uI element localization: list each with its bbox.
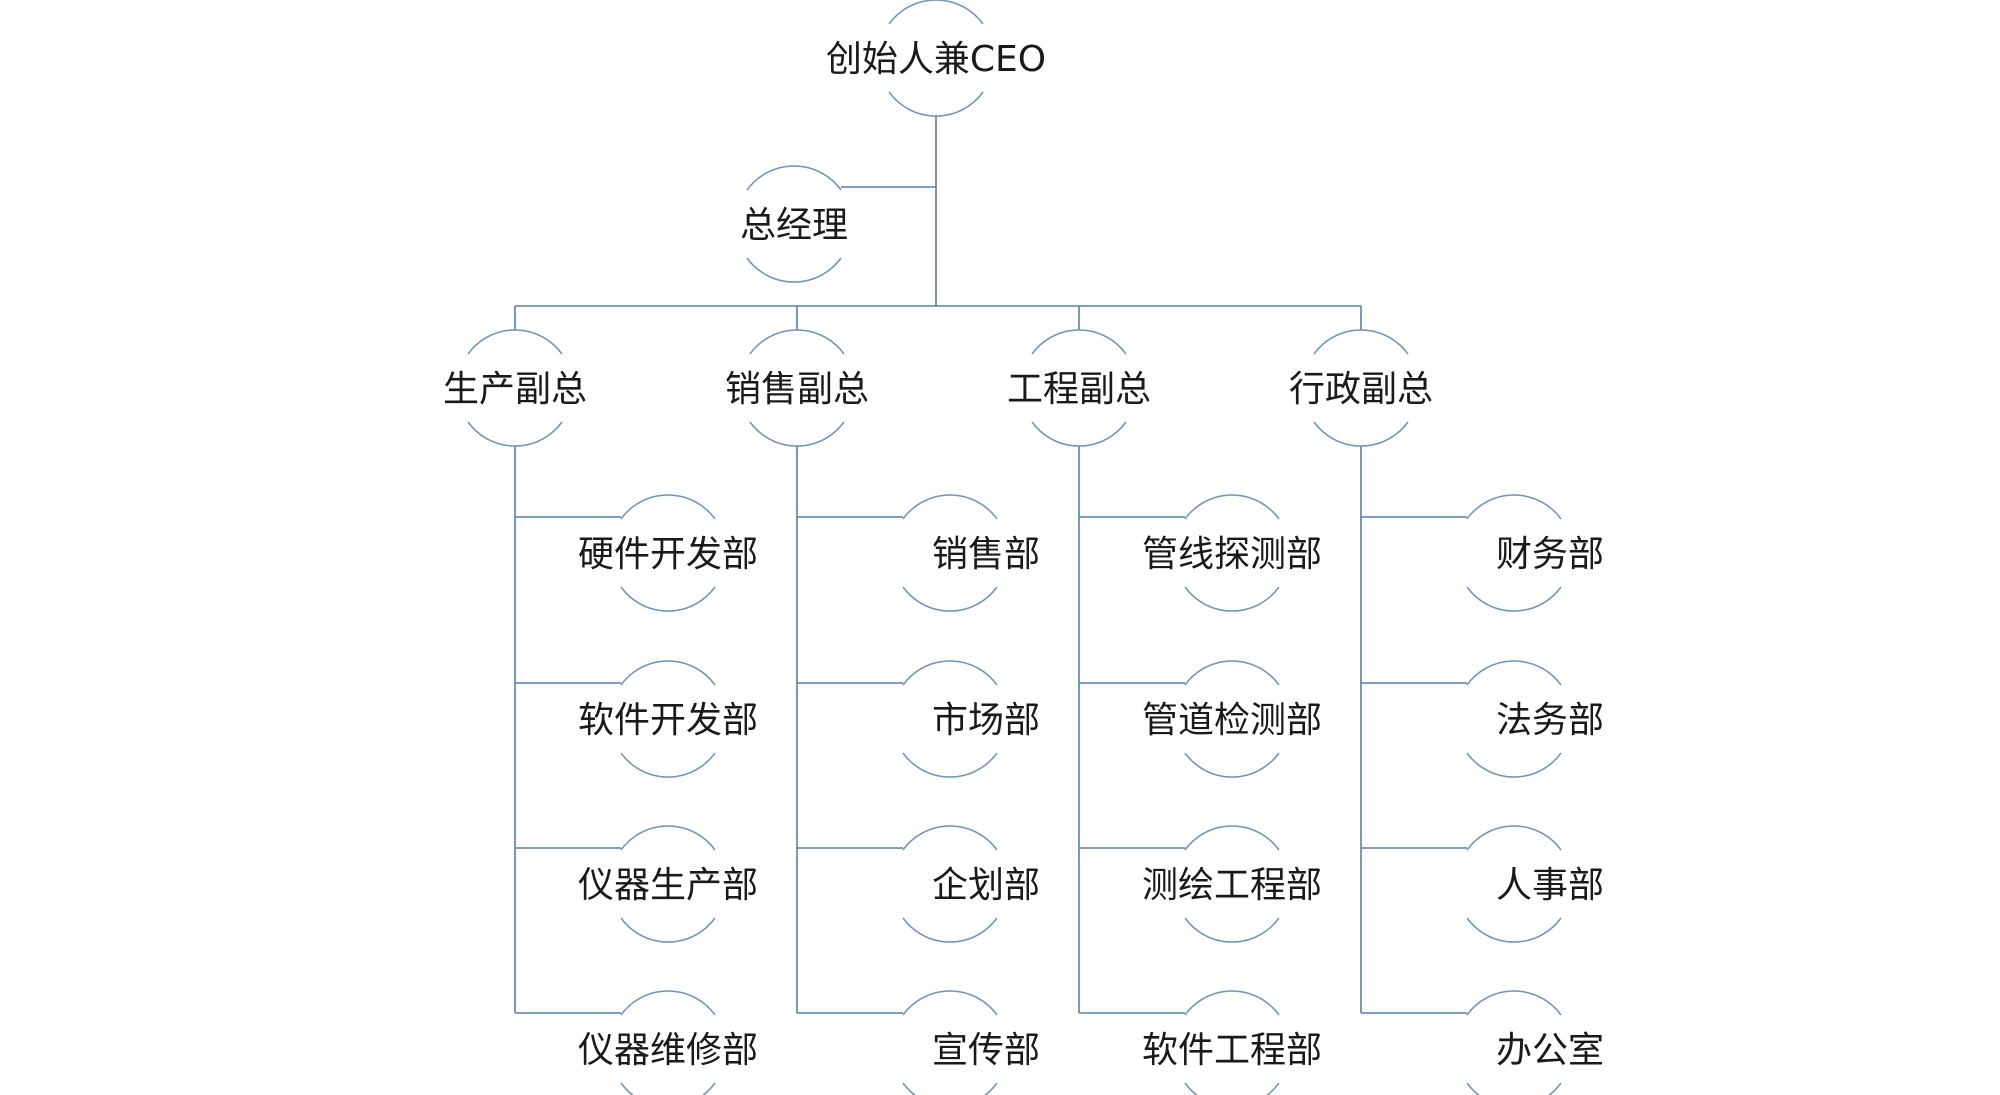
vp-node: 生产副总 — [438, 329, 592, 447]
node-arc-top — [1466, 990, 1562, 1016]
node-label: 行政副总 — [1289, 369, 1433, 410]
node-label: 销售部 — [932, 534, 1040, 575]
node-arc-bottom — [902, 752, 998, 778]
node-arc-bottom — [1466, 1082, 1562, 1095]
node-arc-top — [902, 825, 998, 851]
node-arc-bottom — [620, 917, 716, 943]
ceo-node: 创始人兼CEO — [821, 0, 1051, 117]
node-arc-top — [746, 165, 842, 191]
assistant-node: 总经理 — [735, 165, 853, 283]
node-arc-top — [1184, 990, 1280, 1016]
node-arc-bottom — [902, 586, 998, 612]
node-arc-top — [888, 0, 984, 25]
node-arc-bottom — [1184, 586, 1280, 612]
node-arc-bottom — [888, 91, 984, 117]
node-arc-top — [1184, 494, 1280, 520]
node-arc-bottom — [1466, 586, 1562, 612]
department-node: 管道检测部 — [1137, 660, 1327, 778]
node-label: 生产副总 — [443, 369, 587, 410]
node-arc-bottom — [620, 752, 716, 778]
department-node: 软件工程部 — [1137, 990, 1327, 1095]
node-label: 工程副总 — [1007, 369, 1151, 410]
department-node: 企划部 — [902, 825, 1045, 943]
node-label: 软件工程部 — [1142, 1030, 1322, 1071]
node-label: 销售副总 — [725, 369, 869, 410]
node-label: 企划部 — [932, 865, 1040, 906]
department-node: 财务部 — [1466, 494, 1609, 612]
department-node: 宣传部 — [902, 990, 1045, 1095]
node-label: 市场部 — [932, 700, 1040, 741]
node-arc-top — [1466, 494, 1562, 520]
node-arc-top — [1313, 329, 1409, 355]
node-label: 财务部 — [1496, 534, 1604, 575]
node-arc-bottom — [902, 1082, 998, 1095]
node-arc-bottom — [1184, 917, 1280, 943]
node-label: 创始人兼CEO — [826, 39, 1046, 80]
node-arc-top — [902, 990, 998, 1016]
vp-node: 工程副总 — [1002, 329, 1156, 447]
node-arc-top — [620, 825, 716, 851]
node-label: 宣传部 — [932, 1030, 1040, 1071]
node-arc-bottom — [746, 257, 842, 283]
node-label: 软件开发部 — [578, 700, 758, 741]
department-node: 管线探测部 — [1137, 494, 1327, 612]
department-node: 市场部 — [902, 660, 1045, 778]
node-label: 管道检测部 — [1142, 700, 1322, 741]
connector-lines — [514, 116, 1467, 1014]
node-label: 人事部 — [1496, 865, 1604, 906]
node-label: 法务部 — [1496, 700, 1604, 741]
node-label: 仪器生产部 — [578, 865, 758, 906]
node-arc-top — [1184, 825, 1280, 851]
node-arc-bottom — [902, 917, 998, 943]
node-arc-bottom — [1466, 752, 1562, 778]
department-node: 仪器生产部 — [573, 825, 763, 943]
node-label: 管线探测部 — [1142, 534, 1322, 575]
department-node: 仪器维修部 — [573, 990, 763, 1095]
node-arc-bottom — [1184, 752, 1280, 778]
node-arc-bottom — [467, 421, 563, 447]
department-node: 测绘工程部 — [1137, 825, 1327, 943]
node-arc-bottom — [1466, 917, 1562, 943]
node-label: 硬件开发部 — [578, 534, 758, 575]
node-arc-top — [467, 329, 563, 355]
node-arc-top — [1466, 825, 1562, 851]
vp-node: 销售副总 — [720, 329, 874, 447]
node-arc-bottom — [1313, 421, 1409, 447]
department-node: 销售部 — [902, 494, 1045, 612]
node-arc-top — [620, 494, 716, 520]
department-node: 法务部 — [1466, 660, 1609, 778]
department-node: 硬件开发部 — [573, 494, 763, 612]
vp-node: 行政副总 — [1284, 329, 1438, 447]
node-arc-top — [620, 660, 716, 686]
node-label: 仪器维修部 — [578, 1030, 758, 1071]
node-arc-top — [620, 990, 716, 1016]
department-node: 软件开发部 — [573, 660, 763, 778]
node-label: 测绘工程部 — [1142, 865, 1322, 906]
node-arc-top — [1184, 660, 1280, 686]
node-arc-bottom — [1031, 421, 1127, 447]
node-arc-top — [1466, 660, 1562, 686]
node-label: 总经理 — [740, 205, 848, 246]
node-arc-bottom — [620, 1082, 716, 1095]
node-arc-top — [749, 329, 845, 355]
node-arc-bottom — [1184, 1082, 1280, 1095]
department-node: 人事部 — [1466, 825, 1609, 943]
node-arc-top — [902, 494, 998, 520]
node-label: 办公室 — [1496, 1030, 1604, 1071]
node-arc-bottom — [620, 586, 716, 612]
node-arc-top — [902, 660, 998, 686]
node-arc-bottom — [749, 421, 845, 447]
department-node: 办公室 — [1466, 990, 1609, 1095]
node-arc-top — [1031, 329, 1127, 355]
